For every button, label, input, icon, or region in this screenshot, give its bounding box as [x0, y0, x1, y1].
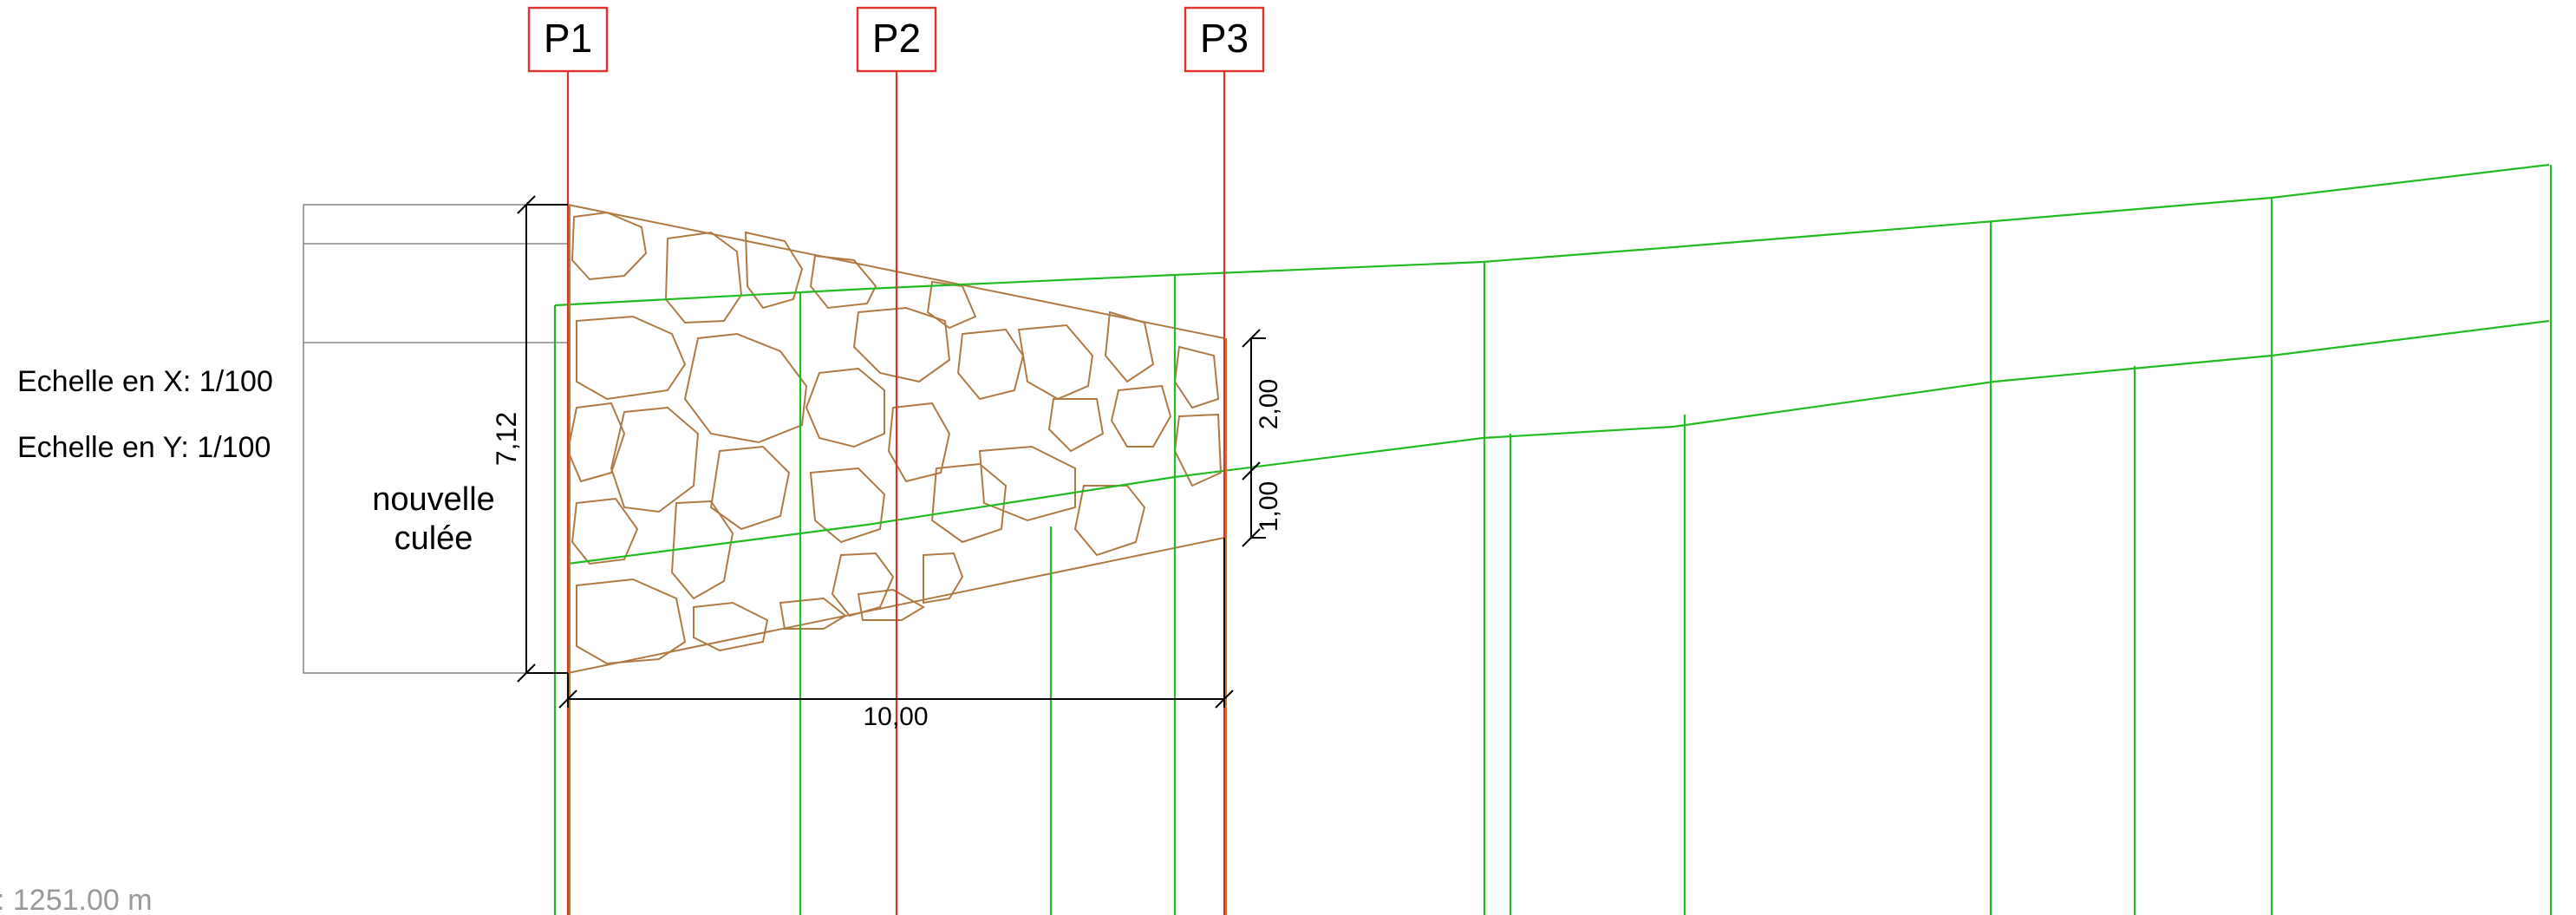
profile-label-text: P3 [1200, 16, 1249, 61]
masonry-block [566, 203, 1225, 675]
abutment-label: nouvelle culée [372, 481, 495, 557]
scale-y-label: Echelle en Y: 1/100 [17, 431, 271, 464]
masonry-edges [569, 205, 1227, 915]
dimension-width: 10,00 [558, 538, 1234, 731]
abutment-outline [303, 204, 569, 674]
scale-x-label: Echelle en X: 1/100 [17, 365, 273, 398]
abutment-label-line2: culée [395, 520, 473, 557]
stone-pattern [566, 211, 1223, 665]
profile-label-p3: P3 [1184, 6, 1265, 73]
dimension-upper-label: 2,00 [1255, 379, 1283, 429]
dimension-lower-label: 1,00 [1255, 481, 1283, 532]
profile-lines [566, 71, 1226, 915]
reference-elevation-label: : 1251.00 m [0, 884, 153, 915]
dimension-vertical-right: 2,00 1,00 [1242, 329, 1283, 547]
terrain-lines [553, 163, 2553, 915]
profile-label-p2: P2 [856, 6, 937, 73]
abutment-label-line1: nouvelle [372, 481, 495, 518]
profile-label-text: P1 [544, 16, 592, 61]
dimension-height-label: 7,12 [491, 412, 522, 466]
profile-label-p1: P1 [527, 6, 609, 73]
dimension-width-label: 10,00 [863, 703, 928, 731]
dimension-height: 7,12 [491, 195, 568, 683]
profile-label-text: P2 [872, 16, 921, 61]
